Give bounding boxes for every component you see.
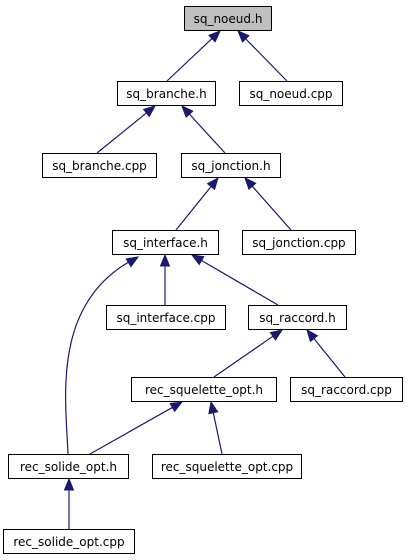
node-sq-noeud-h: sq_noeud.h <box>184 6 272 31</box>
node-rec-solide-opt-h[interactable]: rec_solide_opt.h <box>8 454 129 479</box>
node-sq-interface-cpp[interactable]: sq_interface.cpp <box>106 305 226 330</box>
node-sq-interface-h[interactable]: sq_interface.h <box>112 230 219 255</box>
edge-rec-squelette-opt-h-to-sq-raccord-h <box>213 329 284 378</box>
edge-sq-interface-cpp-to-sq-interface-h <box>159 253 171 305</box>
edge-sq-raccord-h-to-sq-interface-h <box>190 254 279 306</box>
edge-sq-noeud-cpp-to-sq-noeud-h <box>237 30 288 82</box>
node-rec-squelette-opt-cpp[interactable]: rec_squelette_opt.cpp <box>152 454 302 479</box>
node-sq-raccord-h[interactable]: sq_raccord.h <box>248 305 347 330</box>
node-sq-noeud-cpp[interactable]: sq_noeud.cpp <box>239 81 343 106</box>
node-sq-branche-h[interactable]: sq_branche.h <box>117 81 216 106</box>
edge-sq-branche-h-to-sq-noeud-h <box>166 30 221 82</box>
node-sq-jonction-cpp[interactable]: sq_jonction.cpp <box>242 230 356 255</box>
node-rec-squelette-opt-h[interactable]: rec_squelette_opt.h <box>131 377 277 402</box>
edge-sq-jonction-h-to-sq-branche-h <box>181 105 226 154</box>
edge-sq-branche-cpp-to-sq-branche-h <box>96 105 157 154</box>
edge-rec-squelette-opt-cpp-to-rec-squelette-opt-h <box>208 400 223 455</box>
node-sq-branche-cpp[interactable]: sq_branche.cpp <box>42 153 157 178</box>
edge-rec-solide-opt-h-to-rec-squelette-opt-h <box>89 401 184 455</box>
node-sq-raccord-cpp[interactable]: sq_raccord.cpp <box>290 377 403 402</box>
edge-rec-solide-opt-cpp-to-rec-solide-opt-h <box>63 477 75 529</box>
edge-rec-solide-opt-h-to-sq-interface-h <box>65 256 140 455</box>
node-rec-solide-opt-cpp[interactable]: rec_solide_opt.cpp <box>3 529 135 554</box>
node-sq-jonction-h[interactable]: sq_jonction.h <box>181 153 281 178</box>
edge-sq-jonction-cpp-to-sq-jonction-h <box>244 177 292 231</box>
edge-sq-interface-h-to-sq-jonction-h <box>175 176 219 231</box>
edge-sq-raccord-cpp-to-sq-raccord-h <box>306 328 346 378</box>
